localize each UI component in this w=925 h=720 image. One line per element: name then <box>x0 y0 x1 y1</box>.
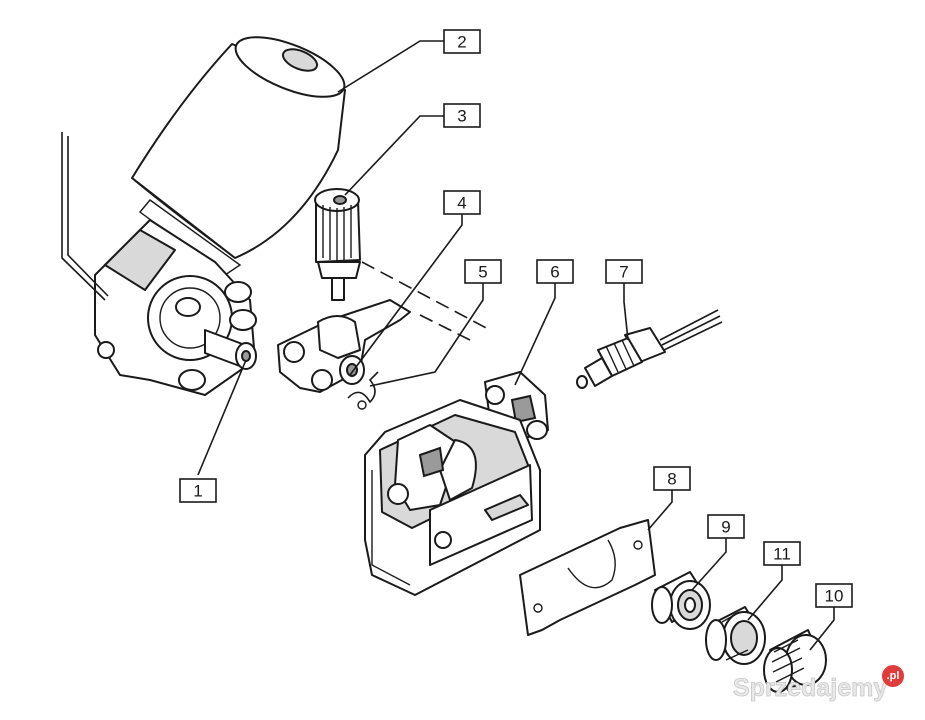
assembly-line-arm <box>419 314 471 341</box>
svg-text:7: 7 <box>619 263 628 282</box>
part-3-tension-knob <box>314 188 361 301</box>
svg-text:2: 2 <box>457 33 466 52</box>
svg-text:10: 10 <box>825 587 844 606</box>
svg-text:11: 11 <box>773 545 791 564</box>
svg-text:8: 8 <box>667 470 676 489</box>
svg-text:.pl: .pl <box>887 670 900 682</box>
leader-lines <box>197 40 835 651</box>
part-5-spring <box>347 371 379 410</box>
part-4-pressure-arm <box>277 299 411 393</box>
part-7-inlet-nozzle <box>576 309 723 389</box>
callout-8: 8 <box>653 466 691 491</box>
callout-3: 3 <box>443 103 481 128</box>
callout-6: 6 <box>536 259 574 284</box>
callout-7: 7 <box>605 259 643 284</box>
assembly-line-knob <box>361 261 491 331</box>
part-1-gearbox <box>61 132 257 396</box>
part-11-spacer-ring <box>705 606 766 665</box>
callout-11: 11 <box>763 541 801 566</box>
drive-housing <box>364 399 541 596</box>
callout-4: 4 <box>443 190 481 215</box>
svg-text:4: 4 <box>457 194 466 213</box>
watermark-logo: Sprzedajemy .pl <box>733 665 904 702</box>
svg-text:5: 5 <box>478 263 487 282</box>
part-2-motor <box>131 36 346 276</box>
part-8-gasket <box>519 519 656 636</box>
svg-text:Sprzedajemy: Sprzedajemy <box>733 674 887 702</box>
svg-text:1: 1 <box>193 482 202 501</box>
svg-text:6: 6 <box>550 263 559 282</box>
callout-2: 2 <box>443 29 481 54</box>
svg-text:3: 3 <box>457 107 466 126</box>
callout-10: 10 <box>815 583 853 608</box>
svg-text:9: 9 <box>721 518 730 537</box>
part-10-retaining-knob <box>763 629 827 693</box>
callout-9: 9 <box>707 514 745 539</box>
part-9-drive-roll <box>651 571 711 630</box>
callout-5: 5 <box>464 259 502 284</box>
callout-1: 1 <box>179 478 217 503</box>
